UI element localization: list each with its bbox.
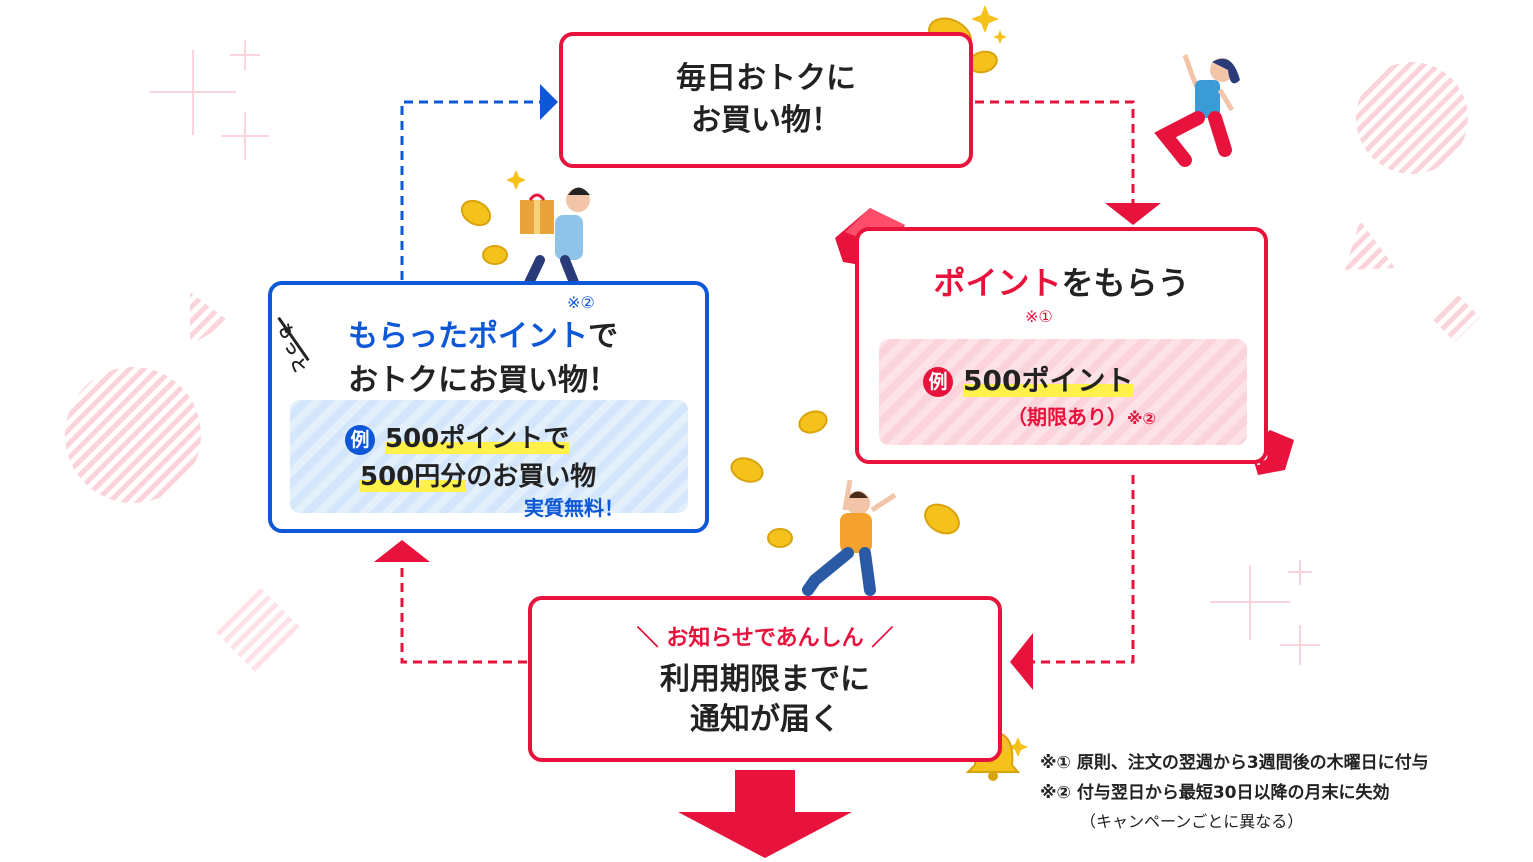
use-example-badge: 例 [345,424,375,455]
footnote-1-text: 原則、注文の翌週から3週間後の木曜日に付与 [1076,753,1429,773]
use-example-panel: 例 500ポイントで 500円分のお買い物 実質無料！ [290,400,688,520]
step-notify-box: ＼ お知らせであんしん ／ 利用期限までに 通知が届く [528,596,1002,762]
arrow-points-to-notify [1032,475,1135,664]
arrowhead-red-down [1105,203,1161,225]
arrow-notify-to-use [400,560,527,664]
big-down-arrow [678,770,852,858]
footnote-2: ※② 付与翌日から最短30日以降の月末に失効 [1040,778,1530,808]
notify-slash-right: ／ [871,626,894,651]
use-free-label: 実質無料！ [524,496,624,520]
decor-sparkles-right [1210,560,1320,665]
use-line2: おトクにお買い物！ [348,363,618,398]
footnote-2-text: 付与翌日から最短30日以降の月末に失効 [1076,783,1390,803]
arrowhead-red-left [1010,633,1033,690]
use-note-mark: ※② [567,293,595,312]
step-points-box: ポイントをもらう ※① 例 500ポイント （期限あり）※② [855,227,1268,464]
points-example-sub-note: ※② [1127,409,1157,428]
points-example-value: 500ポイント [963,364,1134,397]
decor-stripe-circle-left [65,367,201,503]
points-note-mark: ※① [1025,307,1053,326]
use-example-line2-hl: 500円分 [360,462,467,492]
points-example-panel: 例 500ポイント （期限あり）※② [879,339,1247,445]
points-title-colored: ポイント [933,264,1062,302]
footnotes: ※① 原則、注文の翌週から3週間後の木曜日に付与 ※② 付与翌日から最短30日以… [1040,748,1530,832]
motto-label: もっと [273,319,314,378]
decor-sparkles-left [150,40,269,160]
use-example-line1: 500ポイントで [385,424,570,454]
footnote-2-mark: ※② [1040,783,1071,803]
footnote-1: ※① 原則、注文の翌週から3週間後の木曜日に付与 [1040,748,1530,778]
use-title-rest: で [588,319,618,354]
jumping-woman-icon [1154,54,1240,167]
step-use-box: もっと ※② もらったポイントで おトクにお買い物！ 例 500ポイントで 500… [268,281,709,533]
footnote-sub: （キャンペーンごとに異なる） [1080,812,1304,831]
shopping-line1: 毎日おトクに [676,61,856,96]
arrowhead-red-up [374,540,430,562]
notify-header: お知らせであんしん [666,626,864,651]
arrow-shopping-to-points [975,100,1135,205]
jumping-man-icon [802,479,897,596]
use-example-line2-rest: のお買い物 [466,462,597,492]
decor-stripe-diamond-right [1430,292,1480,342]
points-example-badge: 例 [923,367,953,397]
arrowhead-blue [540,84,558,120]
notify-line1: 利用期限までに [660,662,870,697]
use-title-colored: もらったポイント [348,319,588,354]
decor-stripe-diamond-left [213,585,303,675]
notify-slash-left: ＼ [636,626,659,651]
decor-stripe-circle-right [1356,62,1468,174]
motto-text: もっと [274,320,311,378]
footnote-1-mark: ※① [1040,753,1071,773]
step-shopping-box: 毎日おトクに お買い物！ [559,32,973,168]
arrow-use-to-shopping [400,100,540,280]
points-title-rest: をもらう [1061,264,1190,302]
man-with-gift-icon [520,187,590,290]
decor-stripe-triangle-left [190,292,230,345]
decor-stripe-triangle-right [1345,220,1395,270]
shopping-line2: お買い物！ [691,103,841,138]
points-example-sub: （期限あり） [1007,405,1127,429]
notify-line2: 通知が届く [690,702,840,737]
